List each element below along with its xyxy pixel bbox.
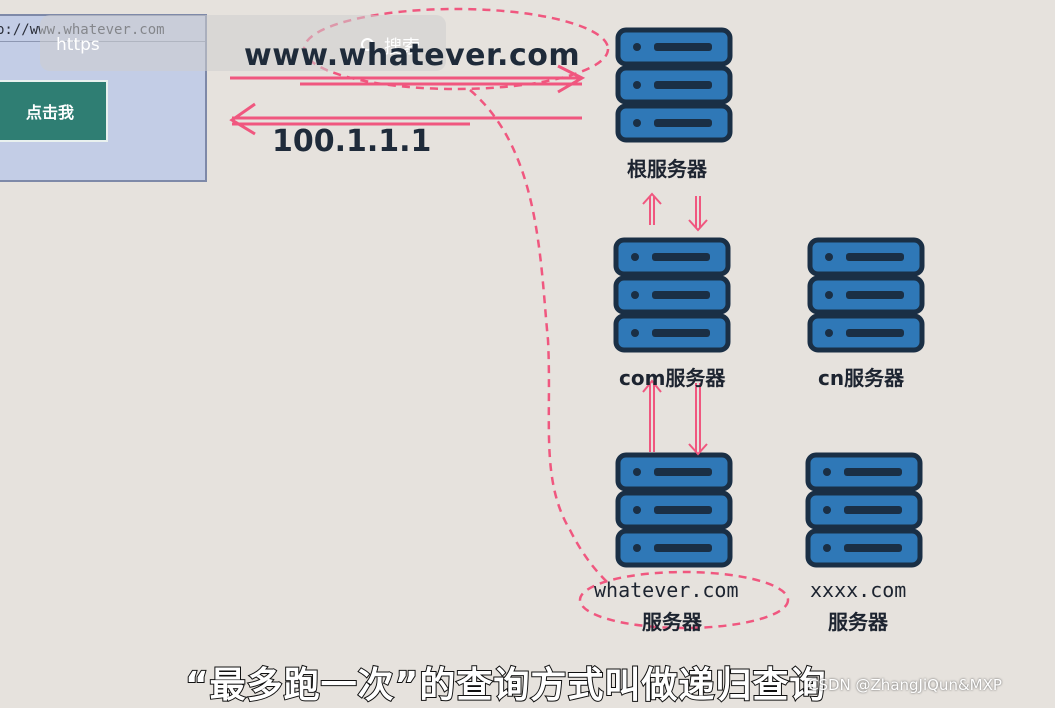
root-server-icon [618, 30, 730, 140]
search-label: 搜索 [384, 37, 420, 58]
ip-address-label: 100.1.1.1 [272, 124, 432, 159]
com-server-label: com服务器 [619, 366, 726, 390]
whatever-server-domain-label: whatever.com [594, 578, 739, 602]
recursive-query-path [469, 89, 611, 586]
xxxx-server-label: 服务器 [828, 610, 888, 634]
search-overlay-bar[interactable]: https 搜索 [40, 15, 446, 71]
whatever-highlight-ellipse [578, 570, 790, 630]
cn-server-label: cn服务器 [818, 366, 905, 390]
root-com-arrows [642, 192, 708, 232]
domain-label: www.whatever.com [244, 38, 581, 73]
xxxx-server-domain-label: xxxx.com [810, 578, 907, 602]
search-icon [361, 38, 377, 54]
watermark: CSDN @ZhangJiQun&MXP [808, 676, 1002, 694]
com-server-icon [616, 240, 728, 350]
com-whatever-arrows [642, 379, 708, 456]
search-control[interactable]: 搜索 [360, 33, 420, 59]
click-me-button[interactable]: 点击我 [0, 80, 108, 142]
subtitle-caption: “最多跑一次”的查询方式叫做递归查询 [184, 664, 827, 707]
whatever-server-icon [618, 455, 730, 565]
whatever-server-label: 服务器 [642, 610, 702, 634]
scheme-label: https [56, 35, 100, 55]
xxxx-server-icon [808, 455, 920, 565]
response-arrow [229, 102, 582, 136]
root-server-label: 根服务器 [627, 157, 707, 181]
cn-server-icon [810, 240, 922, 350]
